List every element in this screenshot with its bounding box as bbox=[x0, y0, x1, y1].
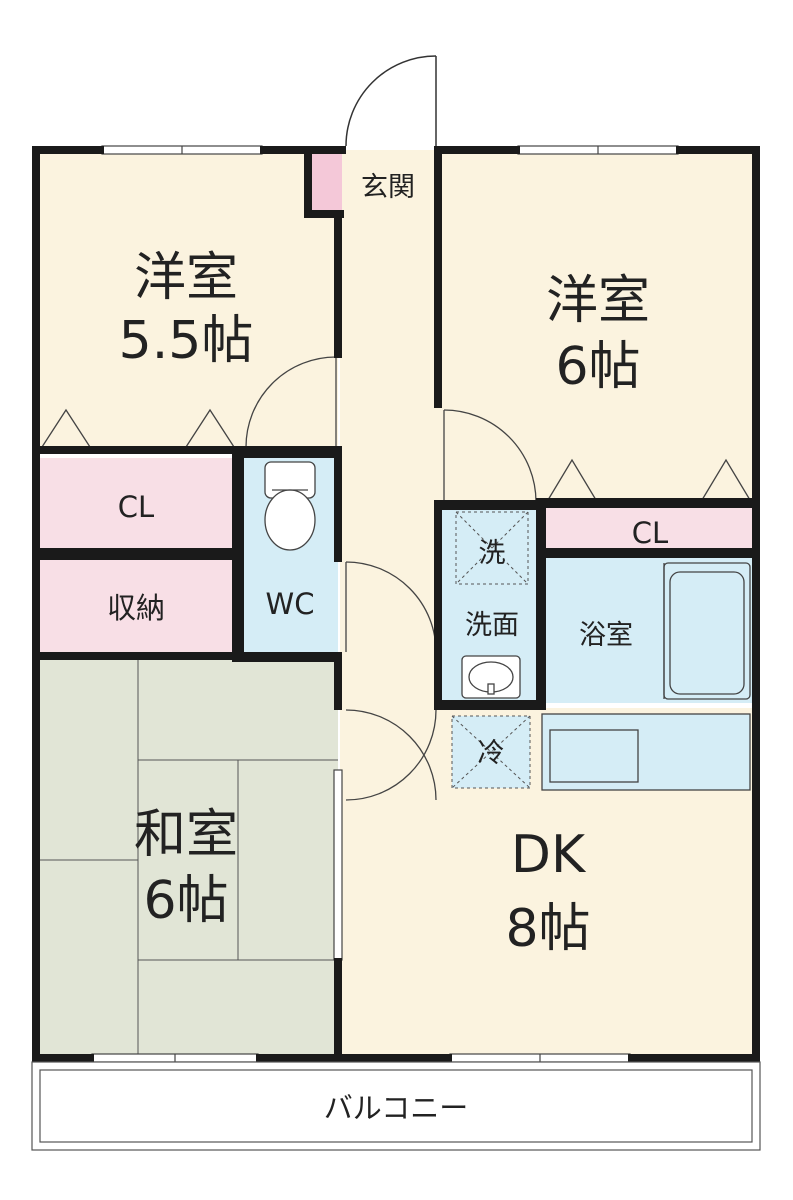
western-room-left-name: 洋室 bbox=[134, 248, 238, 308]
washer-space bbox=[455, 511, 529, 585]
western-room-right-name: 洋室 bbox=[546, 271, 650, 331]
western-room-right-size: 6帖 bbox=[555, 337, 640, 397]
entrance-label: 玄関 bbox=[361, 172, 415, 203]
labels: 洋室 5.5帖 洋室 6帖 和室 6帖 DK 8帖 CL CL 収納 WC 玄関… bbox=[107, 172, 668, 1125]
corridor-floor bbox=[340, 150, 440, 710]
walls bbox=[32, 146, 760, 1062]
genkan-floor bbox=[310, 153, 342, 213]
japanese-room-name: 和室 bbox=[134, 805, 238, 865]
tatami-lines bbox=[38, 660, 338, 1058]
wash-basin bbox=[461, 655, 521, 699]
entrance-door bbox=[345, 55, 437, 147]
kitchen-counter bbox=[541, 713, 751, 791]
dk-name: DK bbox=[511, 825, 587, 885]
bathtub bbox=[663, 562, 751, 700]
storage-label: 収納 bbox=[107, 591, 165, 625]
japanese-room-size: 6帖 bbox=[143, 871, 228, 931]
toilet-label: WC bbox=[266, 587, 315, 621]
closet-right-label: CL bbox=[632, 516, 668, 550]
western-room-right-floor bbox=[440, 150, 754, 502]
closet-doors bbox=[41, 408, 751, 501]
washer-space-label: 洗 bbox=[479, 538, 506, 569]
dk-size: 8帖 bbox=[505, 899, 590, 959]
japanese-room-floor bbox=[38, 660, 338, 1058]
toilet-fixture bbox=[264, 461, 316, 551]
floor-fills bbox=[38, 150, 754, 1058]
fridge-space bbox=[451, 715, 531, 789]
fridge-space-label: 冷 bbox=[478, 738, 505, 769]
closet-left-label: CL bbox=[118, 490, 154, 524]
closet-right-floor bbox=[545, 508, 754, 550]
bathroom-label: 浴室 bbox=[579, 620, 633, 651]
western-room-left-size: 5.5帖 bbox=[119, 311, 254, 371]
storage-floor bbox=[38, 560, 234, 655]
western-room-left-floor bbox=[38, 150, 338, 450]
closet-left-floor bbox=[38, 458, 234, 550]
balcony-label: バルコニー bbox=[324, 1091, 468, 1125]
balcony bbox=[31, 1061, 761, 1151]
washroom-label: 洗面 bbox=[465, 610, 519, 641]
